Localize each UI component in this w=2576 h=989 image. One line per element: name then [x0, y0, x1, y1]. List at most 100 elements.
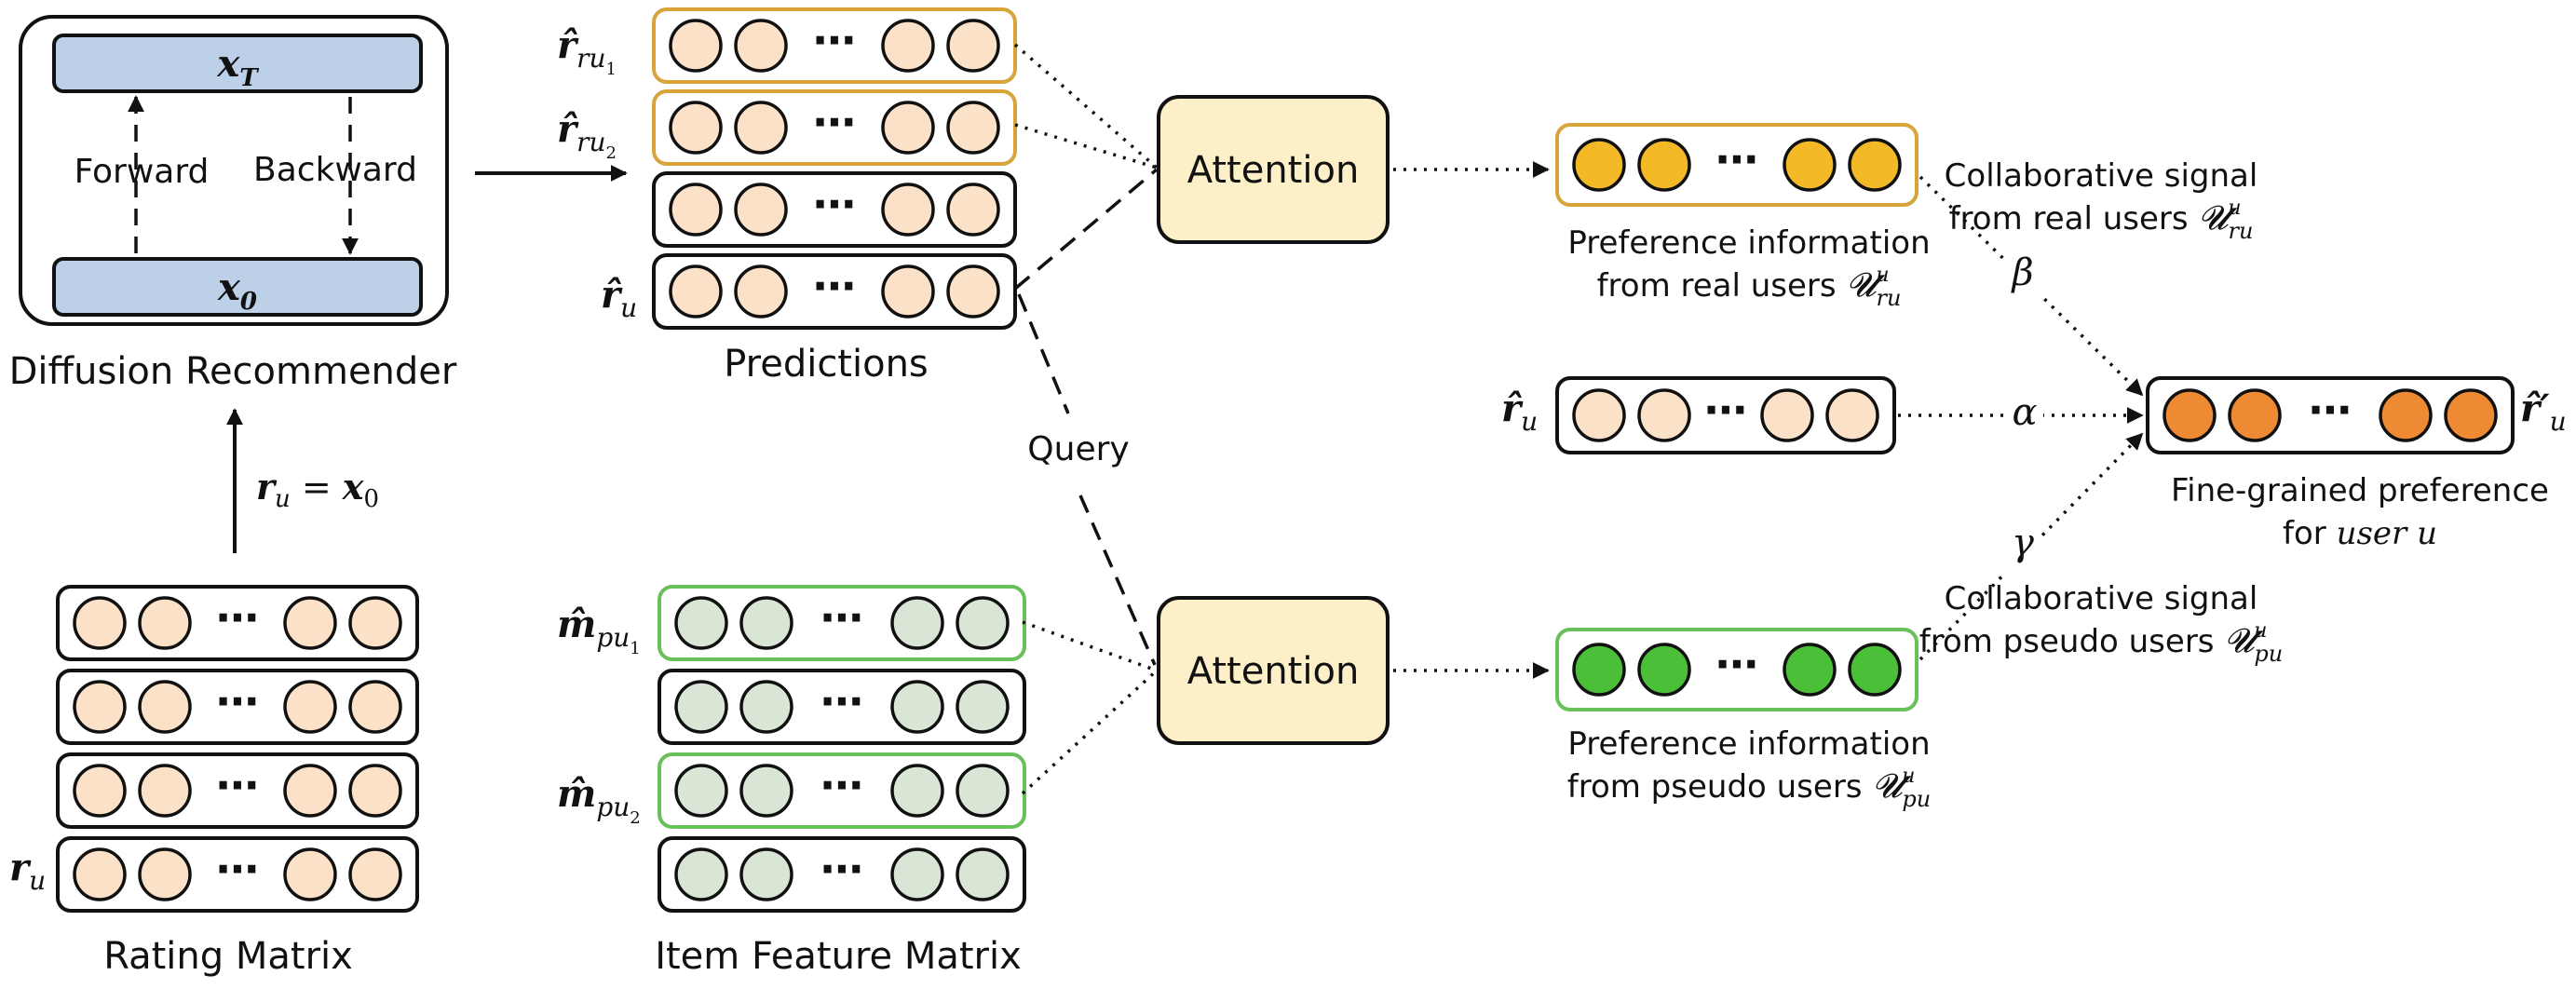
- link-pu2-attention: [1021, 669, 1159, 795]
- vector-cell: [946, 264, 1000, 318]
- vector-cell: [881, 101, 935, 155]
- vector-cell: [1572, 643, 1626, 697]
- vector-cell: [890, 847, 944, 901]
- vector-cell: [946, 101, 1000, 155]
- query-line-upper: [1017, 293, 1070, 414]
- vector-cell: [669, 183, 723, 237]
- ellipsis: ⋯: [820, 592, 863, 643]
- ellipsis: ⋯: [2309, 385, 2352, 435]
- pref-pseudo-line1: Preference information: [1567, 725, 1930, 763]
- alpha-bg: [2006, 393, 2043, 438]
- vector-cell: [734, 183, 788, 237]
- rating-matrix: ⋯ ⋯ ⋯ ⋯: [56, 585, 419, 913]
- vector-cell: [348, 680, 402, 734]
- x-t-label: xT: [216, 42, 259, 92]
- backward-label: Backward: [253, 151, 417, 189]
- pref-pseudo-row: ⋯: [1555, 628, 1918, 711]
- vector-cell: [1637, 138, 1691, 192]
- rating-row: ⋯: [56, 585, 419, 661]
- predictions-matrix: ⋯ ⋯ ⋯ ⋯: [652, 7, 1017, 330]
- prediction-label-ru2: r̂ru2: [557, 107, 617, 163]
- diffusion-recommender-box: [19, 15, 449, 326]
- attention-top-box: [1157, 95, 1390, 244]
- item-label-pu1: m̂pu1: [557, 603, 641, 658]
- vector-cell: [674, 596, 728, 650]
- vector-cell: [2444, 388, 2498, 442]
- pref-real-row: ⋯: [1555, 123, 1918, 207]
- ellipsis: ⋯: [1704, 385, 1747, 435]
- vector-cell: [283, 680, 337, 734]
- item-label-pu2: m̂pu2: [557, 772, 641, 828]
- ellipsis: ⋯: [216, 592, 259, 643]
- vector-cell: [138, 596, 192, 650]
- vector-cell: [669, 101, 723, 155]
- vector-cell: [956, 596, 1010, 650]
- vector-cell: [669, 264, 723, 318]
- vector-cell: [881, 264, 935, 318]
- collab-pseudo-line1: Collaborative signal: [1945, 580, 2258, 617]
- item-feature-matrix-title: Item Feature Matrix: [655, 935, 1022, 978]
- vector-cell: [946, 183, 1000, 237]
- vector-cell: [2162, 388, 2217, 442]
- vector-cell: [1783, 138, 1837, 192]
- vector-cell: [890, 680, 944, 734]
- vector-cell: [739, 596, 793, 650]
- vector-cell: [674, 847, 728, 901]
- attention-bottom-box: [1157, 596, 1390, 745]
- prediction-label-ru: r̂u: [601, 273, 637, 323]
- item-row-pu1: ⋯: [658, 585, 1026, 661]
- vector-cell: [739, 680, 793, 734]
- vector-cell: [2228, 388, 2282, 442]
- ellipsis: ⋯: [813, 179, 856, 229]
- vector-cell: [669, 19, 723, 73]
- vector-cell: [348, 847, 402, 901]
- prediction-row-ru: ⋯: [652, 253, 1017, 330]
- link-ru-attention-dashed: [1013, 168, 1159, 291]
- final-row: ⋯: [2146, 376, 2515, 454]
- attention-top-label: Attention: [1187, 149, 1360, 192]
- gamma-label: γ: [2012, 522, 2034, 564]
- ellipsis: ⋯: [216, 844, 259, 894]
- rating-row-label: ru: [9, 846, 46, 896]
- ellipsis: ⋯: [813, 261, 856, 311]
- diffusion-recommender-title: Diffusion Recommender: [9, 350, 457, 393]
- final-line1: Fine-grained preference: [2171, 472, 2549, 509]
- vector-cell: [734, 101, 788, 155]
- vector-cell: [881, 183, 935, 237]
- link-ru1-attention: [1013, 43, 1159, 169]
- alpha-label: α: [2012, 391, 2037, 434]
- prediction-row-ru1: ⋯: [652, 7, 1017, 84]
- item-row-4: ⋯: [658, 836, 1026, 913]
- vector-cell: [674, 680, 728, 734]
- item-row-pu2: ⋯: [658, 752, 1026, 829]
- final-label: r̂′u: [2520, 386, 2567, 437]
- vector-cell: [1637, 388, 1691, 442]
- rating-row: ⋯: [56, 752, 419, 829]
- query-line-lower: [1078, 494, 1157, 666]
- vector-cell: [283, 596, 337, 650]
- vector-frame: [1555, 376, 1896, 454]
- vector-cell: [739, 847, 793, 901]
- ellipsis: ⋯: [813, 15, 856, 65]
- vector-cell: [1848, 138, 1902, 192]
- vector-cell: [734, 19, 788, 73]
- vector-cell: [138, 847, 192, 901]
- ellipsis: ⋯: [820, 844, 863, 894]
- vector-cell: [283, 847, 337, 901]
- vector-cell: [1637, 643, 1691, 697]
- vector-cell: [2379, 388, 2433, 442]
- pref-pseudo-to-final: [1918, 432, 2144, 661]
- prediction-row-ru2: ⋯: [652, 89, 1017, 166]
- ellipsis: ⋯: [1715, 639, 1758, 689]
- ellipsis: ⋯: [216, 676, 259, 726]
- vector-cell: [73, 596, 127, 650]
- vector-cell: [138, 680, 192, 734]
- link-ru2-attention: [1014, 123, 1158, 169]
- vector-cell: [1825, 388, 1879, 442]
- vector-cell: [956, 764, 1010, 818]
- beta-label: β: [2010, 251, 2033, 294]
- vector-cell: [1848, 643, 1902, 697]
